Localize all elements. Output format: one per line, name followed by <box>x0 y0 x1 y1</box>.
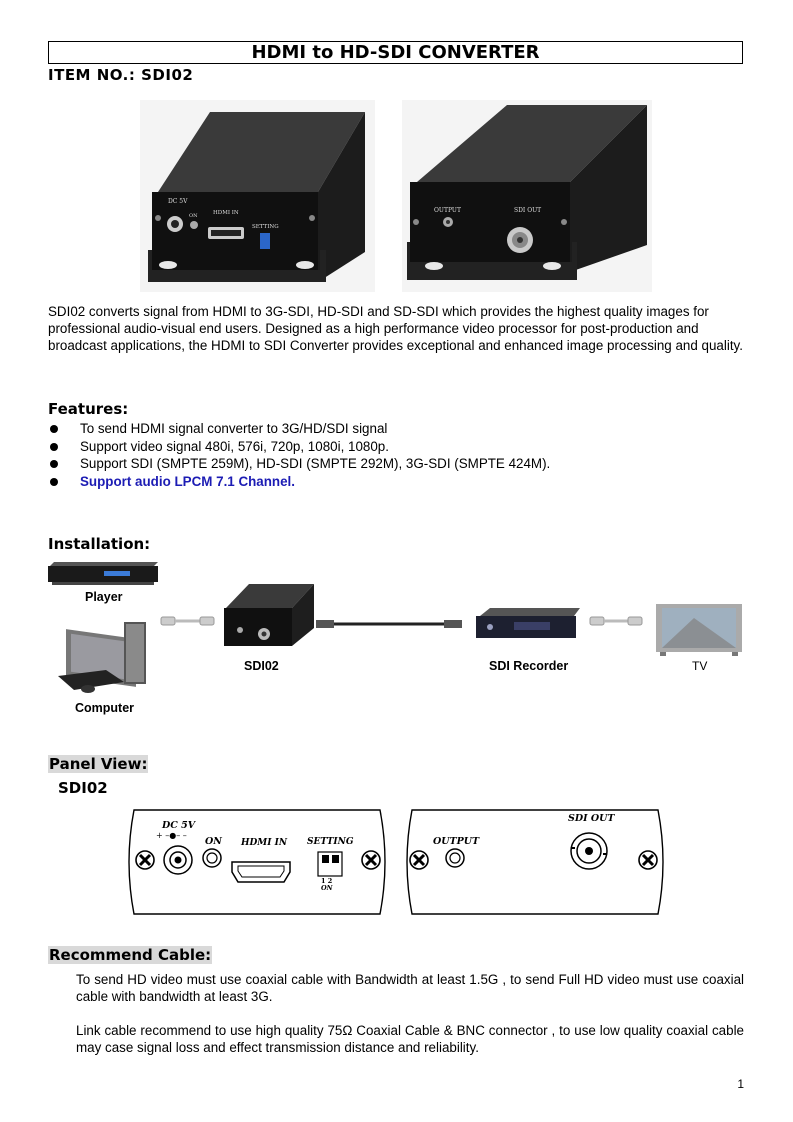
sdi02-device-icon <box>224 584 314 646</box>
screw-icon <box>637 849 659 871</box>
panel-view-heading: Panel View: <box>48 755 149 773</box>
hdmi-cable-icon <box>589 616 643 626</box>
panel-left: DC 5V + –●– – ON HDMI IN SETTING 1 2 ON <box>128 809 386 915</box>
player-icon <box>48 562 158 585</box>
product-photos: DC 5V ON HDMI IN SETTING OUTPUT SDI OUT <box>140 100 652 292</box>
svg-text:SETTING: SETTING <box>252 224 279 230</box>
svg-text:ON: ON <box>205 836 222 847</box>
features-heading: Features: <box>48 400 129 418</box>
intro-paragraph: SDI02 converts signal from HDMI to 3G-SD… <box>48 304 743 353</box>
svg-text:+ –●– –: + –●– – <box>156 831 187 840</box>
coax-cable-icon <box>316 620 462 628</box>
recommend-paragraph-1: To send HD video must use coaxial cable … <box>76 972 744 1004</box>
panel-view-model: SDI02 <box>58 779 108 797</box>
product-photo-front: DC 5V ON HDMI IN SETTING <box>140 100 375 292</box>
svg-text:DC 5V: DC 5V <box>168 198 188 205</box>
installation-heading: Installation: <box>48 535 151 553</box>
screw-icon <box>134 849 156 871</box>
sdi-recorder-icon <box>476 608 580 638</box>
svg-text:HDMI IN: HDMI IN <box>240 838 288 848</box>
svg-text:SDI OUT: SDI OUT <box>568 813 615 824</box>
hdmi-cable-icon <box>160 616 215 626</box>
svg-text:ON: ON <box>321 884 334 892</box>
computer-icon <box>58 622 146 693</box>
page-title: HDMI to HD-SDI CONVERTER <box>48 41 743 64</box>
product-photo-back: OUTPUT SDI OUT <box>402 100 652 292</box>
panel-view-diagram: DC 5V + –●– – ON HDMI IN SETTING 1 2 ON … <box>128 809 664 915</box>
list-item: Support audio LPCM 7.1 Channel. <box>48 473 550 491</box>
item-number: ITEM NO.: SDI02 <box>48 66 194 84</box>
svg-text:ON: ON <box>189 213 198 219</box>
svg-text:SETTING: SETTING <box>307 837 354 847</box>
svg-text:SDI OUT: SDI OUT <box>514 207 541 214</box>
svg-text:1 2: 1 2 <box>321 877 332 885</box>
label-tv: TV <box>692 659 708 673</box>
label-sdi-recorder: SDI Recorder <box>489 659 569 673</box>
installation-diagram <box>48 562 742 693</box>
svg-text:HDMI IN: HDMI IN <box>213 210 239 216</box>
page-number: 1 <box>737 1077 744 1091</box>
recommend-cable-heading: Recommend Cable: <box>48 946 213 964</box>
recommend-paragraph-2: Link cable recommend to use high quality… <box>76 1023 744 1055</box>
features-list: To send HDMI signal converter to 3G/HD/S… <box>48 420 550 490</box>
svg-text:OUTPUT: OUTPUT <box>433 836 480 847</box>
label-computer: Computer <box>75 701 135 715</box>
screw-icon <box>408 849 430 871</box>
svg-text:OUTPUT: OUTPUT <box>434 207 461 214</box>
label-player: Player <box>85 590 123 604</box>
svg-text:DC 5V: DC 5V <box>161 820 197 831</box>
list-item: Support video signal 480i, 576i, 720p, 1… <box>48 438 550 456</box>
label-sdi02: SDI02 <box>244 659 279 673</box>
list-item: Support SDI (SMPTE 259M), HD-SDI (SMPTE … <box>48 455 550 473</box>
panel-right: OUTPUT SDI OUT <box>406 809 664 915</box>
tv-icon <box>656 604 742 656</box>
list-item: To send HDMI signal converter to 3G/HD/S… <box>48 420 550 438</box>
screw-icon <box>360 849 382 871</box>
